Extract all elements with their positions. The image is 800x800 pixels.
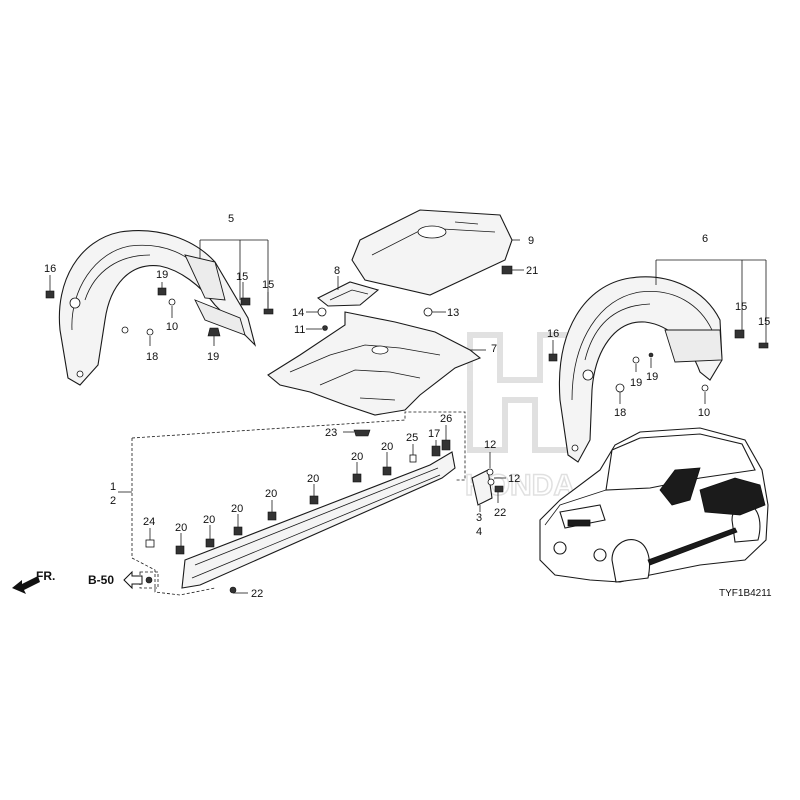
label-20d: 20 bbox=[265, 488, 277, 500]
label-12a: 12 bbox=[484, 439, 496, 451]
label-6: 6 bbox=[702, 233, 708, 245]
label-15c: 15 bbox=[735, 301, 747, 313]
under-cover-9 bbox=[351, 209, 513, 296]
label-4: 4 bbox=[476, 526, 482, 538]
label-19d: 19 bbox=[646, 371, 658, 383]
label-15b: 15 bbox=[262, 279, 274, 291]
label-20c: 20 bbox=[307, 473, 319, 485]
label-2: 2 bbox=[110, 495, 116, 507]
label-1: 1 bbox=[110, 481, 116, 493]
label-3: 3 bbox=[476, 512, 482, 524]
reference-b50-label[interactable]: B-50 bbox=[88, 573, 114, 587]
label-20a: 20 bbox=[381, 441, 393, 453]
label-7: 7 bbox=[491, 343, 497, 355]
label-22a: 22 bbox=[251, 588, 263, 600]
diagram-code: TYF1B4211 bbox=[719, 588, 772, 599]
rear-fender-liner-right bbox=[558, 276, 723, 463]
label-20b: 20 bbox=[351, 451, 363, 463]
label-14: 14 bbox=[292, 307, 304, 319]
label-23: 23 bbox=[325, 427, 337, 439]
label-20f: 20 bbox=[203, 514, 215, 526]
label-12b: 12 bbox=[508, 473, 520, 485]
side-sill-garnish bbox=[181, 451, 456, 589]
label-15d: 15 bbox=[758, 316, 770, 328]
sill-set-box bbox=[131, 411, 466, 596]
mudguard-3-4 bbox=[471, 469, 493, 506]
label-25: 25 bbox=[406, 432, 418, 444]
floor-under-cover-7 bbox=[267, 311, 482, 416]
label-22b: 22 bbox=[494, 507, 506, 519]
leader-lines bbox=[49, 239, 767, 594]
label-21: 21 bbox=[526, 265, 538, 277]
label-16a: 16 bbox=[44, 263, 56, 275]
reference-b50[interactable]: B-50 bbox=[88, 570, 153, 590]
label-20e: 20 bbox=[231, 503, 243, 515]
label-18b: 18 bbox=[614, 407, 626, 419]
label-15a: 15 bbox=[236, 271, 248, 283]
label-8: 8 bbox=[334, 265, 340, 277]
label-18a: 18 bbox=[146, 351, 158, 363]
label-10a: 10 bbox=[166, 321, 178, 333]
label-5: 5 bbox=[228, 213, 234, 225]
label-16b: 16 bbox=[547, 328, 559, 340]
front-direction-arrow: FR. bbox=[12, 569, 55, 594]
front-fender-liner-left bbox=[58, 230, 257, 386]
label-24: 24 bbox=[143, 516, 155, 528]
label-19a: 19 bbox=[156, 269, 168, 281]
part-labels: 5 6 7 8 9 10 10 11 12 12 13 14 15 15 15 … bbox=[44, 213, 770, 600]
label-11: 11 bbox=[294, 324, 305, 336]
vehicle-location-illustration bbox=[539, 427, 769, 583]
label-13: 13 bbox=[447, 307, 459, 319]
label-26: 26 bbox=[440, 413, 452, 425]
label-19c: 19 bbox=[630, 377, 642, 389]
cover-8 bbox=[316, 281, 380, 307]
label-10b: 10 bbox=[698, 407, 710, 419]
label-17: 17 bbox=[428, 428, 440, 440]
label-20g: 20 bbox=[175, 522, 187, 534]
label-19b: 19 bbox=[207, 351, 219, 363]
front-marker-label: FR. bbox=[36, 569, 55, 583]
label-9: 9 bbox=[528, 235, 534, 247]
